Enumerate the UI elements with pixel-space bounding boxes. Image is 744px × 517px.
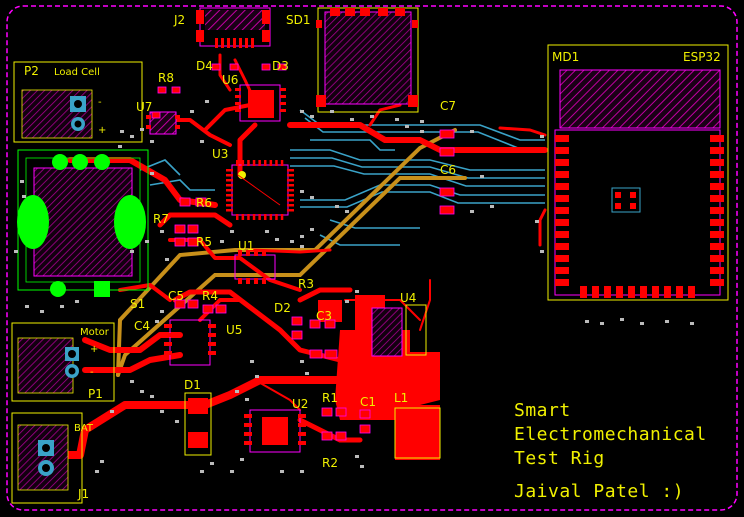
label-c1: C1 <box>360 395 376 409</box>
mcu-u3[interactable] <box>226 160 294 220</box>
label-l1: L1 <box>394 391 408 405</box>
label-r4: R4 <box>202 289 218 303</box>
silkscreen-labels: J2 SD1 D4 D3 U6 R8 U7 U3 C7 C6 MD1 ESP32… <box>24 13 721 501</box>
label-r7: R7 <box>153 212 169 226</box>
label-d2: D2 <box>274 301 291 315</box>
label-r3: R3 <box>298 277 314 291</box>
chip-u2[interactable] <box>244 409 306 453</box>
label-motor: Motor <box>80 327 110 338</box>
label-r6: R6 <box>196 196 212 210</box>
chip-u4[interactable] <box>371 304 427 357</box>
p1-minus: - <box>90 367 94 378</box>
label-p1: P1 <box>88 387 103 401</box>
label-u5: U5 <box>226 323 242 337</box>
chip-u7[interactable] <box>146 111 180 135</box>
label-u2: U2 <box>292 397 308 411</box>
title-line-3: Test Rig <box>514 448 605 469</box>
label-d1: D1 <box>184 378 201 392</box>
connector-p1[interactable] <box>11 322 115 402</box>
label-c6: C6 <box>440 163 456 177</box>
p2-plus: + <box>98 125 106 136</box>
label-r1: R1 <box>322 391 338 405</box>
label-d4: D4 <box>196 59 213 73</box>
label-esp32: ESP32 <box>683 50 721 64</box>
board-outline <box>6 5 738 511</box>
connector-j1[interactable] <box>11 412 83 504</box>
plated-hole <box>94 154 110 170</box>
label-sd1: SD1 <box>286 13 311 27</box>
label-load-cell: Load Cell <box>54 67 100 78</box>
plated-hole <box>72 154 88 170</box>
sd-card-slot-sd1[interactable] <box>316 7 419 113</box>
label-r8: R8 <box>158 71 174 85</box>
label-p2: P2 <box>24 64 39 78</box>
label-md1: MD1 <box>552 50 579 64</box>
title-line-2: Electromechanical <box>514 424 707 445</box>
usb-connector-j2[interactable] <box>196 7 271 48</box>
label-j2: J2 <box>173 13 185 27</box>
chip-u5[interactable] <box>164 319 216 366</box>
author-text: Jaival Patel :) <box>514 481 684 502</box>
chip-u1[interactable] <box>234 250 276 284</box>
vias <box>14 100 694 473</box>
inductor-l1[interactable] <box>394 407 441 459</box>
label-c7: C7 <box>440 99 456 113</box>
label-bat: BAT <box>74 423 94 434</box>
label-j1: J1 <box>77 487 89 501</box>
passives <box>151 63 455 441</box>
diode-d1[interactable] <box>184 392 212 456</box>
connector-p2[interactable] <box>13 61 143 143</box>
label-c3: C3 <box>316 309 332 323</box>
label-r2: R2 <box>322 456 338 470</box>
chip-u6[interactable] <box>235 84 286 122</box>
title-line-1: Smart <box>514 400 571 421</box>
label-c4: C4 <box>134 319 150 333</box>
label-u3: U3 <box>212 147 228 161</box>
esp32-module-md1[interactable] <box>547 44 729 301</box>
label-d3: D3 <box>272 59 289 73</box>
label-r5: R5 <box>196 235 212 249</box>
power-traces <box>116 128 467 377</box>
p2-minus: - <box>98 97 102 108</box>
label-u4: U4 <box>400 291 416 305</box>
label-s1: S1 <box>130 297 145 311</box>
plated-hole <box>52 154 68 170</box>
label-u7: U7 <box>136 100 152 114</box>
switch-s1[interactable] <box>17 149 149 297</box>
label-u1: U1 <box>238 239 254 253</box>
p1-plus: + <box>90 344 98 355</box>
label-c5: C5 <box>168 289 184 303</box>
title-block: Smart Electromechanical Test Rig Jaival … <box>514 400 707 502</box>
label-u6: U6 <box>222 73 238 87</box>
